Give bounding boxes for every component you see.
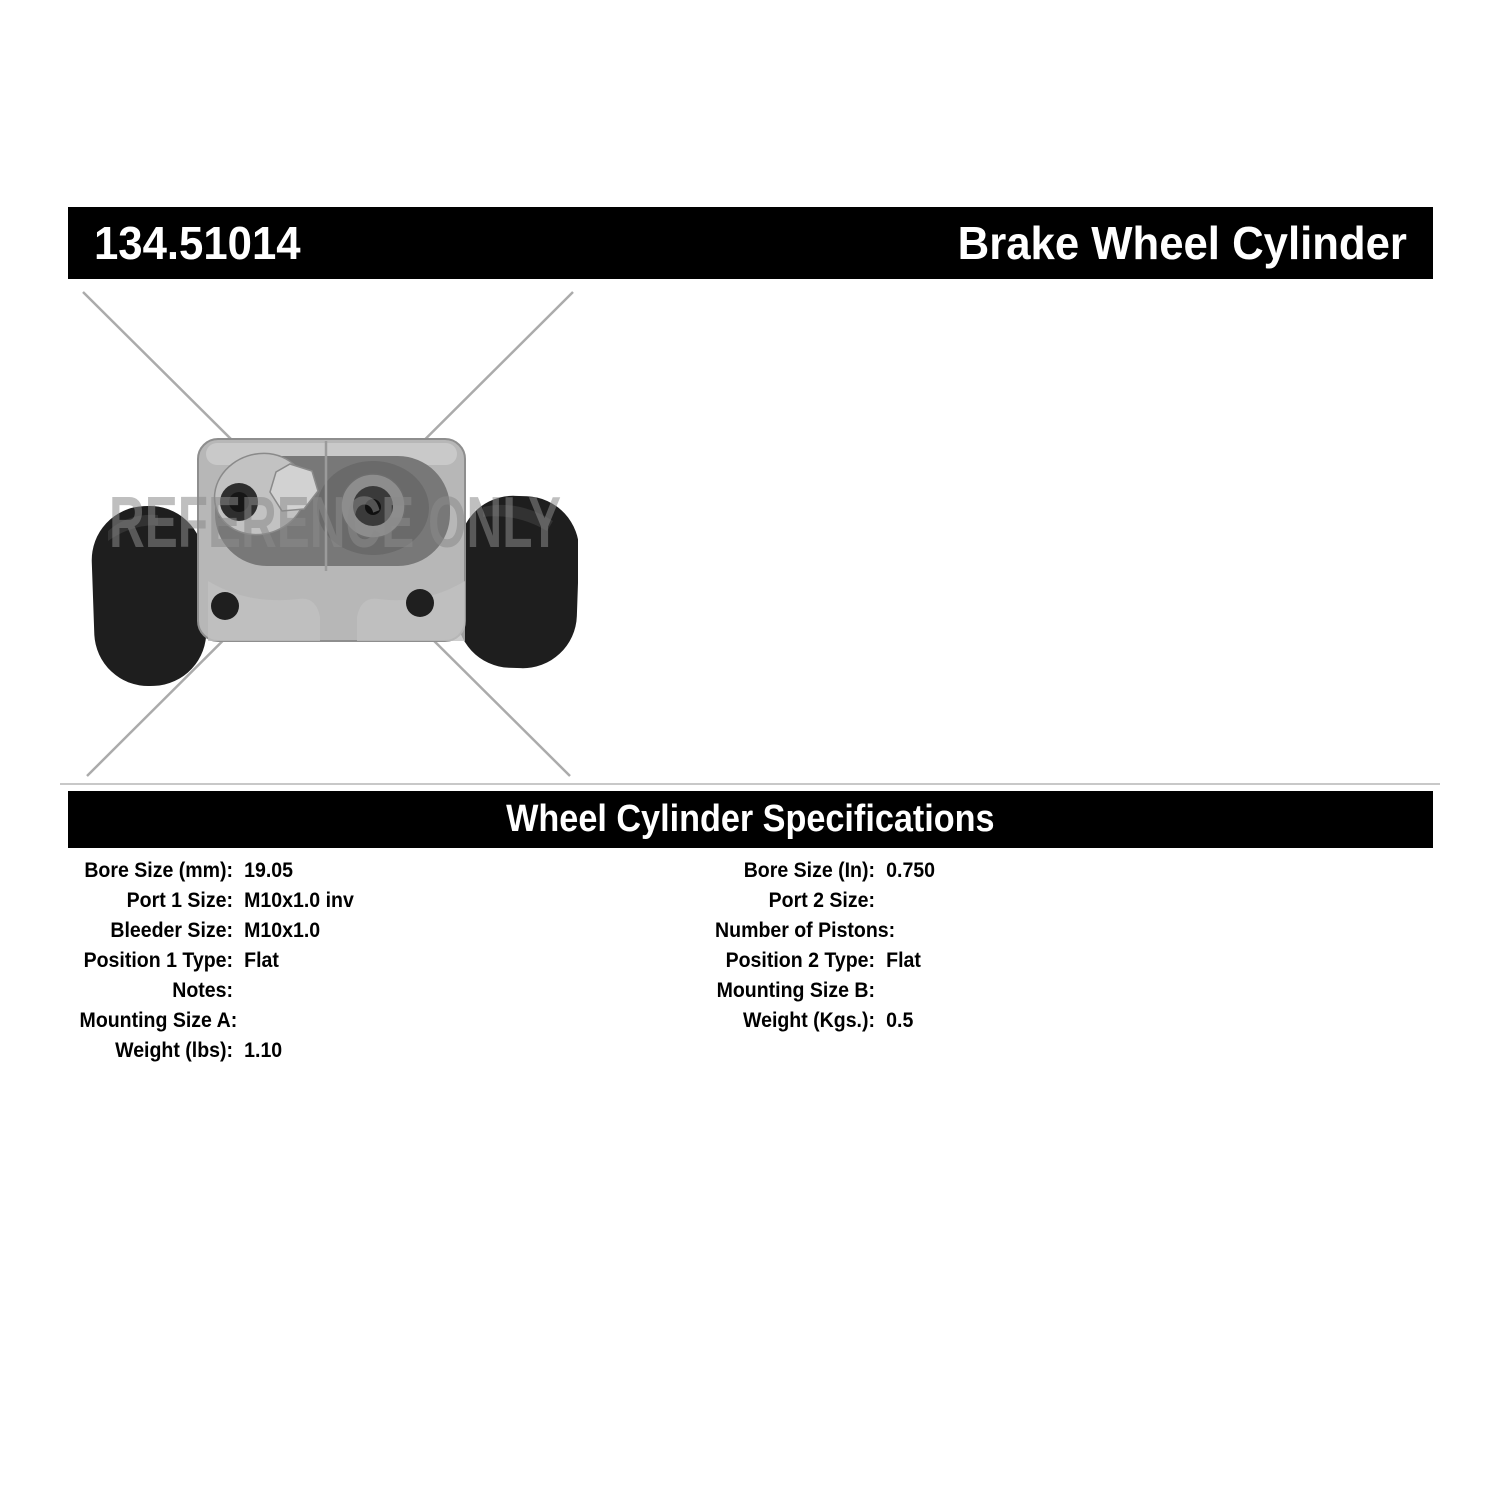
spec-value: M10x1.0 xyxy=(244,919,321,942)
spec-value xyxy=(875,886,886,916)
spec-label: Position 2 Type: xyxy=(725,949,875,972)
header-bar: 134.51014 Brake Wheel Cylinder xyxy=(68,207,1433,279)
spec-label: Weight (Kgs.): xyxy=(742,1009,875,1032)
spec-label: Mounting Size B: xyxy=(716,979,875,1002)
spec-label: Weight (lbs): xyxy=(115,1039,233,1062)
spec-value: 1.10 xyxy=(244,1039,283,1062)
bleeder-screw xyxy=(213,452,319,536)
spec-value: 0.750 xyxy=(886,859,936,882)
spec-value: Flat xyxy=(886,949,921,972)
spec-label: Number of Pistons: xyxy=(715,919,896,942)
spec-value: 0.5 xyxy=(886,1009,914,1032)
left-dust-boot xyxy=(91,505,207,687)
spec-value xyxy=(233,976,244,1006)
spec-label: Port 1 Size: xyxy=(126,889,233,912)
spec-label: Mounting Size A: xyxy=(79,1009,238,1032)
spec-row: Weight (lbs): 1.10 xyxy=(68,1036,703,1066)
spec-value: Flat xyxy=(244,949,279,972)
spec-section-title: Wheel Cylinder Specifications xyxy=(506,798,995,840)
wheel-cylinder-drawing xyxy=(91,438,578,687)
inlet-port xyxy=(340,473,406,539)
spec-row: Port 2 Size: xyxy=(703,886,1433,916)
spec-row: Mounting Size A: xyxy=(68,1006,703,1036)
spec-label: Bleeder Size: xyxy=(110,919,233,942)
right-dust-boot xyxy=(456,495,578,669)
mounting-hole-left xyxy=(211,592,239,620)
spec-value: 19.05 xyxy=(244,859,294,882)
spec-header-bar: Wheel Cylinder Specifications xyxy=(68,791,1433,848)
product-image: REFERENCE ONLY xyxy=(82,291,578,777)
spec-row: Bore Size (mm): 19.05 xyxy=(68,856,703,886)
spec-row: Mounting Size B: xyxy=(703,976,1433,1006)
spec-row: Bleeder Size: M10x1.0 xyxy=(68,916,703,946)
spec-value: M10x1.0 inv xyxy=(244,889,354,912)
spec-label: Position 1 Type: xyxy=(83,949,233,972)
spec-row: Number of Pistons: xyxy=(703,916,1433,946)
spec-value xyxy=(875,976,886,1006)
watermark-text: REFERENCE ONLY xyxy=(109,483,561,563)
spec-label: Notes: xyxy=(172,979,233,1002)
spec-label: Bore Size (mm): xyxy=(84,859,233,882)
page-title: Brake Wheel Cylinder xyxy=(957,217,1407,269)
spec-row: Bore Size (In): 0.750 xyxy=(703,856,1433,886)
spec-row: Position 2 Type: Flat xyxy=(703,946,1433,976)
part-number: 134.51014 xyxy=(94,217,301,269)
spec-value xyxy=(233,1006,244,1036)
spec-row: Port 1 Size: M10x1.0 inv xyxy=(68,886,703,916)
divider-line xyxy=(60,783,1440,785)
spec-label: Bore Size (In): xyxy=(743,859,875,882)
spec-row: Weight (Kgs.): 0.5 xyxy=(703,1006,1433,1036)
spec-row: Position 1 Type: Flat xyxy=(68,946,703,976)
spec-row: Notes: xyxy=(68,976,703,1006)
spec-value xyxy=(875,916,886,946)
mounting-hole-right xyxy=(406,589,434,617)
spec-label: Port 2 Size: xyxy=(768,889,875,912)
